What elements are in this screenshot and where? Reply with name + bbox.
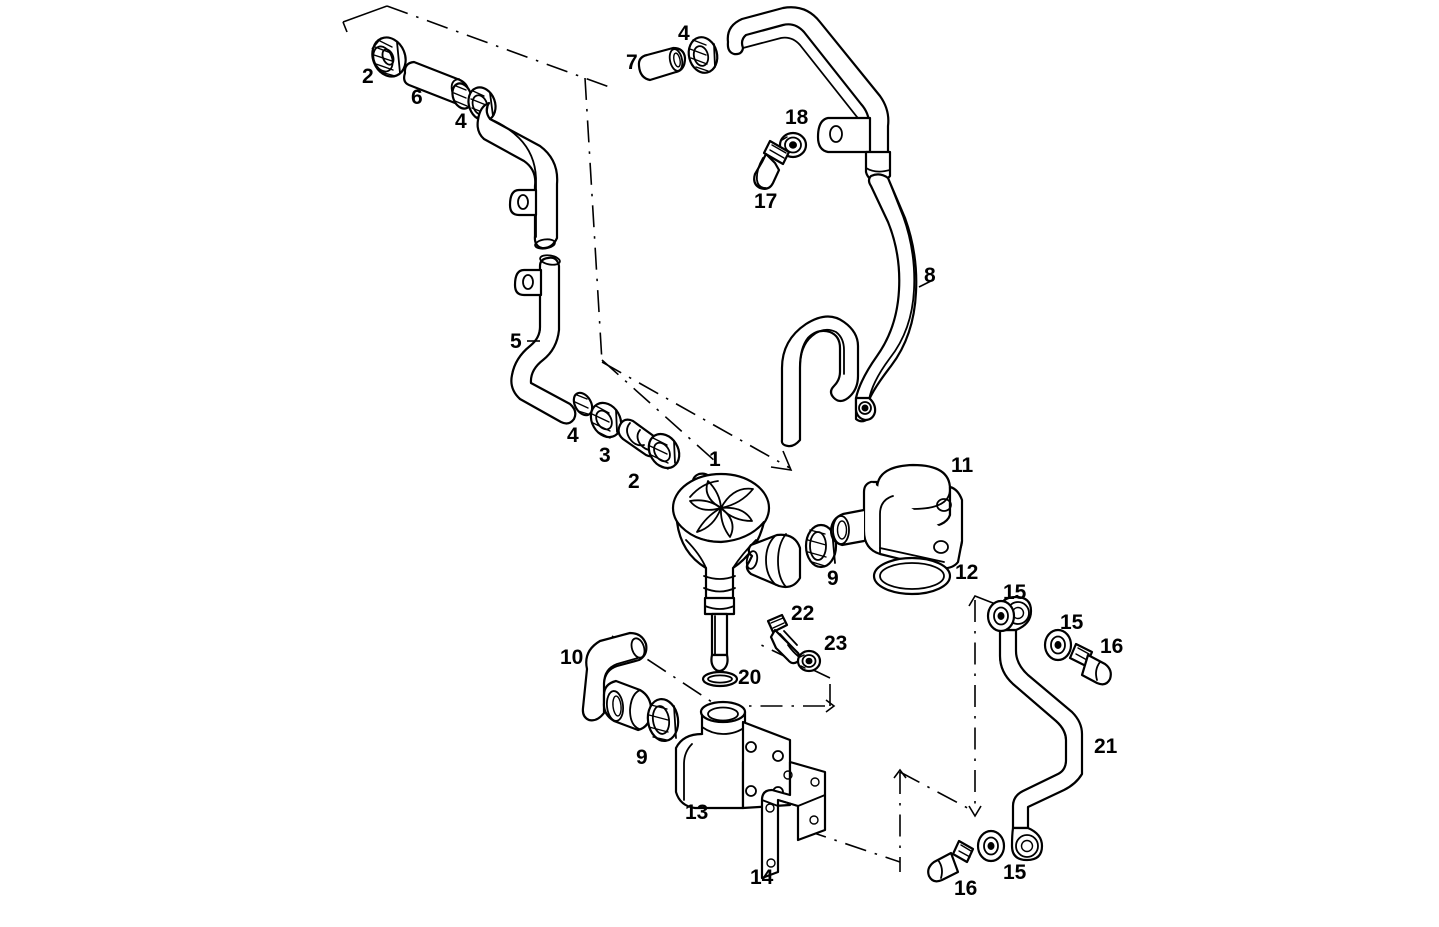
callout-13: 13 xyxy=(685,801,709,824)
ctor-arrow-bracket xyxy=(893,768,907,779)
ctor-line-to-23 xyxy=(756,642,831,679)
callout-22: 22 xyxy=(791,602,815,625)
callout-15-c: 15 xyxy=(1003,861,1027,884)
leader-lines xyxy=(371,37,932,342)
part-hose-clamp-9-lower xyxy=(646,697,680,743)
callout-20: 20 xyxy=(738,666,762,689)
part-hose-clamp-4-right xyxy=(687,36,719,74)
part-short-hose-stub-7 xyxy=(637,46,687,82)
part-coolant-pipe-5 xyxy=(510,254,577,425)
callout-16-b: 16 xyxy=(954,877,978,900)
part-hose-clamp-2-upper xyxy=(371,36,407,78)
part-hose-clamp-4-upper xyxy=(451,82,497,122)
part-hex-bolt-17 xyxy=(753,139,791,190)
ctor-arrow-mid xyxy=(770,450,793,472)
callout-16-a: 16 xyxy=(1100,635,1124,658)
part-hose-8-left-hook xyxy=(780,315,860,448)
ctor-corner-tl-tick xyxy=(342,21,348,33)
ctor-arrow-right-bottom xyxy=(968,805,982,818)
ctor-line-vert-upper xyxy=(584,77,603,363)
ctor-arrow-lower-left xyxy=(825,699,836,713)
callout-11: 11 xyxy=(951,454,974,477)
callout-3: 3 xyxy=(599,444,611,467)
part-gasket-12 xyxy=(872,556,952,596)
part-thermostat-housing-11 xyxy=(829,463,964,570)
callout-8: 8 xyxy=(924,264,936,287)
part-o-ring-20 xyxy=(701,670,739,688)
part-sealing-ring-15-a xyxy=(986,599,1016,633)
callout-10: 10 xyxy=(560,646,584,669)
callout-21: 21 xyxy=(1094,735,1118,758)
part-sealing-washer-23 xyxy=(796,649,822,673)
callout-15-b: 15 xyxy=(1060,611,1084,634)
callout-2-upper: 2 xyxy=(362,65,374,88)
callout-15-a: 15 xyxy=(1003,581,1027,604)
part-water-elbow-13 xyxy=(674,700,792,810)
callout-17: 17 xyxy=(754,190,778,213)
part-long-curved-hose-8-lower xyxy=(854,173,918,423)
leader-8 xyxy=(918,280,932,288)
callout-14: 14 xyxy=(750,866,774,889)
callout-18: 18 xyxy=(785,106,809,129)
part-sealing-ring-15-c xyxy=(976,829,1006,863)
callout-9-upper: 9 xyxy=(827,567,839,590)
callout-12: 12 xyxy=(955,561,979,584)
callout-1: 1 xyxy=(709,448,721,471)
ctor-line-bracket xyxy=(804,829,901,863)
ctor-line-diag-mid xyxy=(601,361,791,469)
leader-2a xyxy=(371,37,382,50)
ctor-line-right-diag xyxy=(899,771,976,813)
part-oil-feed-pipe-21 xyxy=(998,595,1084,862)
callout-5: 5 xyxy=(510,330,522,353)
impeller-vanes xyxy=(689,480,754,538)
part-sealing-ring-15-b xyxy=(1043,628,1073,662)
ctor-corner-tl xyxy=(342,5,388,23)
part-hose-clamp-2-lower xyxy=(647,432,681,470)
part-mounting-bracket-14 xyxy=(760,760,827,880)
callout-23: 23 xyxy=(824,632,848,655)
part-banjo-bolt-16-b xyxy=(927,839,975,883)
callout-4-upper: 4 xyxy=(455,110,467,133)
part-elbow-hose-10 xyxy=(581,631,653,732)
callout-4-lower: 4 xyxy=(567,424,579,447)
part-water-pump-1 xyxy=(671,472,802,673)
callout-2-lower: 2 xyxy=(628,470,640,493)
callout-6: 6 xyxy=(411,86,423,109)
callout-4-right: 4 xyxy=(678,22,690,45)
part-banjo-bolt-22 xyxy=(766,613,801,665)
part-hose-clamp-4-lower xyxy=(572,391,623,439)
ctor-arrow-right-top xyxy=(968,595,999,607)
callout-7: 7 xyxy=(626,51,638,74)
part-banjo-bolt-16-a xyxy=(1068,642,1112,686)
part-coolant-pipe-upper xyxy=(476,101,559,250)
callout-9-lower: 9 xyxy=(636,746,648,769)
part-long-curved-hose-8-upper xyxy=(726,6,892,184)
